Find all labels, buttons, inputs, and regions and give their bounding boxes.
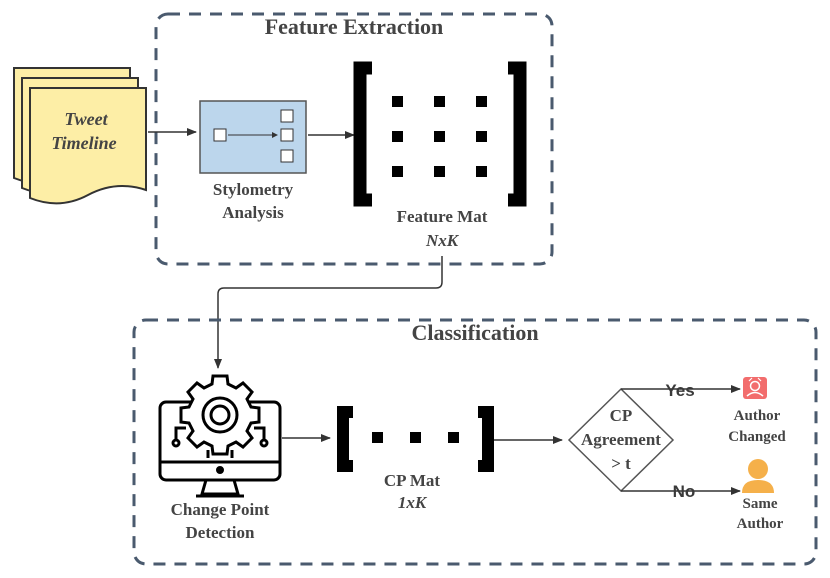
same-author-label-line2: Author (737, 516, 784, 532)
classification-title: Classification (411, 320, 538, 345)
feature-matrix-icon (353, 61, 527, 207)
computer-gear-icon (158, 374, 282, 498)
tweet-timeline-label-line2: Timeline (51, 133, 116, 153)
tweet-timeline-label-line1: Tweet (64, 109, 108, 129)
author-changed-label-line1: Author (734, 408, 781, 424)
decision-label-line3: > t (611, 454, 631, 473)
arrow-matrix-to-changepoint (214, 256, 443, 369)
person-icon (742, 459, 774, 493)
author-changed-icon (743, 377, 767, 399)
feature-matrix-label: Feature Mat (397, 207, 488, 226)
change-point-label-line1: Change Point (171, 500, 270, 519)
same-author-label-line1: Same (743, 496, 778, 512)
cp-matrix-label: CP Mat (384, 471, 441, 490)
yes-label: Yes (665, 381, 694, 400)
cp-matrix-dims: 1xK (398, 493, 428, 512)
stylometry-label-line2: Analysis (222, 203, 284, 222)
stylometry-label-line1: Stylometry (213, 180, 294, 199)
decision-label-line2: Agreement (581, 430, 661, 449)
stylometry-box-icon (199, 100, 307, 174)
cp-matrix-icon (337, 406, 494, 472)
classification-container (132, 318, 818, 566)
no-label: No (673, 482, 696, 501)
feature-extraction-title: Feature Extraction (265, 14, 444, 39)
feature-extraction-container (154, 12, 554, 266)
change-point-label-line2: Detection (186, 523, 255, 542)
feature-matrix-dims: NxK (425, 231, 460, 250)
author-changed-label-line2: Changed (728, 429, 786, 445)
document-stack-icon (13, 67, 147, 205)
decision-label-line1: CP (610, 406, 633, 425)
